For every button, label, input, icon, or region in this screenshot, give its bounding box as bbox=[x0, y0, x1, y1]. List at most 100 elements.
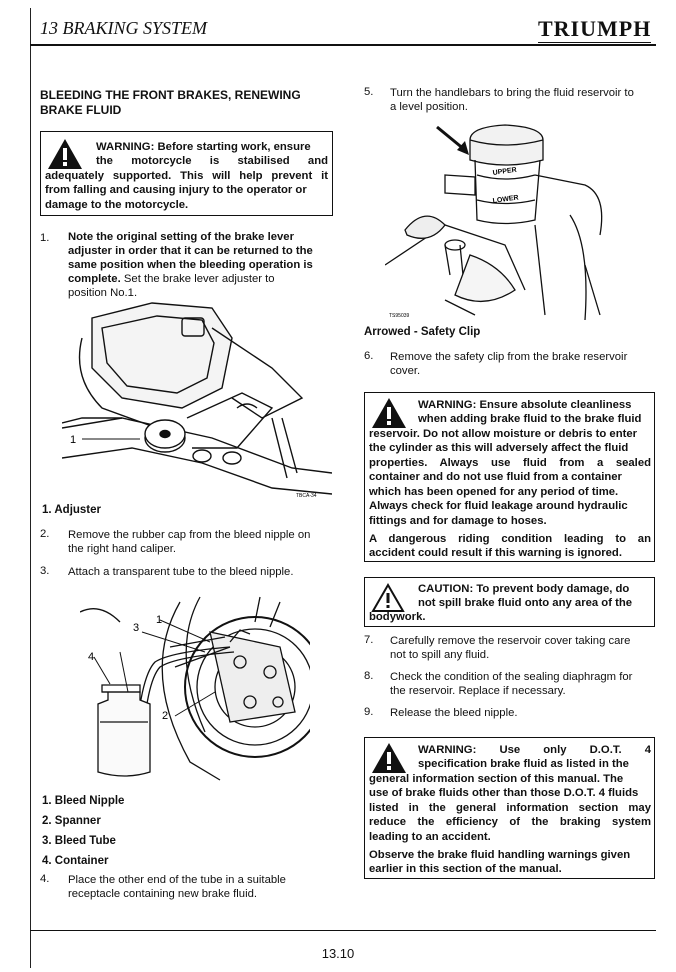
caution-box: CAUTION: To prevent body damage, do not … bbox=[364, 577, 655, 627]
figure-caption: 4. Container bbox=[42, 855, 109, 867]
warning-line: general information section of this manu… bbox=[369, 773, 624, 785]
step-number: 5. bbox=[364, 86, 374, 98]
section-title-line: BRAKE FLUID bbox=[40, 103, 122, 117]
step-text-line: same position when the bleeding operatio… bbox=[68, 259, 313, 271]
header-rule bbox=[30, 44, 656, 46]
warning-triangle-icon bbox=[372, 743, 406, 773]
warning-line: WARNING: Ensure absolute cleanliness bbox=[418, 399, 632, 411]
figure-callout: 3 bbox=[133, 622, 139, 634]
step-text-line: not to spill any fluid. bbox=[390, 649, 490, 661]
warning-line: specification brake fluid as listed in t… bbox=[418, 758, 629, 770]
step-number: 3. bbox=[40, 565, 50, 577]
step-text-line: Place the other end of the tube in a sui… bbox=[68, 874, 286, 886]
step-text-bold: complete. bbox=[68, 273, 121, 285]
caution-line: not spill brake fluid onto any area of t… bbox=[418, 597, 633, 609]
step-text-line: Turn the handlebars to bring the fluid r… bbox=[390, 87, 634, 99]
warning-line: WARNING: Use only D.O.T. 4 bbox=[418, 744, 651, 756]
step-number: 4. bbox=[40, 873, 50, 885]
step-number: 2. bbox=[40, 528, 50, 540]
footer-rule bbox=[30, 930, 656, 931]
warning-triangle-icon bbox=[48, 139, 82, 169]
warning-line: the cylinder as this will adversely affe… bbox=[369, 442, 629, 454]
step-number: 9. bbox=[364, 706, 374, 718]
warning-box-cleanliness: WARNING: Ensure absolute cleanliness whe… bbox=[364, 392, 655, 562]
warning-line: the motorcycle is stabilised and bbox=[96, 155, 328, 167]
step-text-line: cover. bbox=[390, 365, 421, 377]
step-6-text: Remove the safety clip from the brake re… bbox=[390, 350, 660, 378]
step-text-line: the reservoir. Replace if necessary. bbox=[390, 685, 566, 697]
page-margin-rule bbox=[30, 8, 31, 968]
step-3-text: Attach a transparent tube to the bleed n… bbox=[68, 566, 294, 578]
figure-caption: Arrowed - Safety Clip bbox=[364, 326, 481, 338]
section-title: BLEEDING THE FRONT BRAKES, RENEWING BRAK… bbox=[40, 88, 340, 118]
step-text-line: Carefully remove the reservoir cover tak… bbox=[390, 635, 631, 647]
warning-line: Always check for fluid leakage around hy… bbox=[369, 500, 628, 512]
step-number: 8. bbox=[364, 670, 374, 682]
step-7-text: Carefully remove the reservoir cover tak… bbox=[390, 634, 660, 662]
reservoir-lower-mark: LOWER bbox=[492, 194, 519, 205]
chapter-title: 13 BRAKING SYSTEM bbox=[40, 18, 208, 38]
step-number: 7. bbox=[364, 634, 374, 646]
step-text-line: a level position. bbox=[390, 101, 468, 113]
figure-callout: 1 bbox=[70, 434, 76, 446]
figure-caption: 3. Bleed Tube bbox=[42, 835, 116, 847]
figure-fluid-reservoir: UPPER LOWER TS95039 bbox=[385, 124, 603, 321]
step-number: 1. bbox=[40, 232, 50, 244]
step-text-line: Remove the safety clip from the brake re… bbox=[390, 351, 628, 363]
warning-triangle-icon bbox=[372, 398, 406, 428]
warning-line: damage to the motorcycle. bbox=[45, 199, 189, 211]
caution-line: bodywork. bbox=[369, 611, 426, 623]
figure-callout: 2 bbox=[162, 710, 168, 722]
figure-caption: 2. Spanner bbox=[42, 815, 101, 827]
step-number: 6. bbox=[364, 350, 374, 362]
warning-line: leading to an accident. bbox=[369, 831, 491, 843]
warning-line: from falling and causing injury to the o… bbox=[45, 184, 307, 196]
figure-brake-lever-adjuster: 1 TBCA-34 bbox=[62, 302, 332, 499]
step-text-line: Remove the rubber cap from the bleed nip… bbox=[68, 529, 311, 541]
step-4-text: Place the other end of the tube in a sui… bbox=[68, 873, 338, 901]
warning-line: reservoir. Do not allow moisture or debr… bbox=[369, 428, 638, 440]
figure-2-caption-list: 1. Bleed Nipple 2. Spanner 3. Bleed Tube… bbox=[42, 791, 124, 871]
step-2-text: Remove the rubber cap from the bleed nip… bbox=[68, 528, 338, 556]
warning-line: use of brake fluids other than those D.O… bbox=[369, 787, 639, 799]
warning-line: adequately supported. This will help pre… bbox=[45, 170, 328, 182]
figure-callout: 4 bbox=[88, 651, 94, 663]
step-1-text: Note the original setting of the brake l… bbox=[68, 230, 333, 300]
step-text-line: the right hand caliper. bbox=[68, 543, 177, 555]
figure-caption: 1. Adjuster bbox=[42, 504, 102, 516]
reservoir-upper-mark: UPPER bbox=[492, 167, 517, 177]
caution-line: CAUTION: To prevent body damage, do bbox=[418, 583, 630, 595]
warning-box-stabilise: WARNING: Before starting work, ensure th… bbox=[40, 131, 333, 216]
step-text-line: position No.1. bbox=[68, 287, 138, 299]
figure-caption: 1. Bleed Nipple bbox=[42, 795, 125, 807]
figure-bleed-setup: 1 2 3 4 bbox=[80, 596, 310, 781]
caution-triangle-icon bbox=[371, 583, 405, 612]
step-5-text: Turn the handlebars to bring the fluid r… bbox=[390, 86, 660, 114]
step-text-normal: Set the brake lever adjuster to bbox=[120, 273, 275, 285]
step-text-line: receptacle containing new brake fluid. bbox=[68, 888, 258, 900]
warning-line: A dangerous riding condition leading to … bbox=[369, 533, 651, 545]
warning-line: reduce the efficiency of the braking sys… bbox=[369, 816, 651, 828]
warning-line: properties. Always use fluid from a seal… bbox=[369, 457, 651, 469]
warning-line: WARNING: Before starting work, ensure bbox=[96, 141, 311, 153]
warning-line: listed in the general information sectio… bbox=[369, 802, 651, 814]
brand-logo: TRIUMPH bbox=[538, 16, 652, 43]
warning-line: accident could result if this warning is… bbox=[369, 547, 622, 559]
figure-ref: TS95039 bbox=[389, 313, 410, 319]
section-title-line: BLEEDING THE FRONT BRAKES, RENEWING bbox=[40, 88, 301, 102]
warning-line: which has been opened for any period of … bbox=[369, 486, 619, 498]
warning-box-dot4-fluid: WARNING: Use only D.O.T. 4 specification… bbox=[364, 737, 655, 879]
step-text-line: Check the condition of the sealing diaph… bbox=[390, 671, 633, 683]
step-text-line: Note the original setting of the brake l… bbox=[68, 231, 294, 243]
page-number: 13.10 bbox=[321, 946, 355, 961]
warning-line: fittings and for damage to hoses. bbox=[369, 515, 547, 527]
step-text-line: adjuster in order that it can be returne… bbox=[68, 245, 313, 257]
figure-ref: TBCA-34 bbox=[296, 493, 317, 499]
warning-line: Observe the brake fluid handling warning… bbox=[369, 849, 631, 861]
warning-line: container and do not use fluid from a co… bbox=[369, 471, 622, 483]
step-8-text: Check the condition of the sealing diaph… bbox=[390, 670, 660, 698]
warning-line: earlier in this section of the manual. bbox=[369, 863, 562, 875]
warning-line: when adding brake fluid to the brake flu… bbox=[418, 413, 642, 425]
step-9-text: Release the bleed nipple. bbox=[390, 707, 518, 719]
figure-callout: 1 bbox=[156, 614, 162, 626]
